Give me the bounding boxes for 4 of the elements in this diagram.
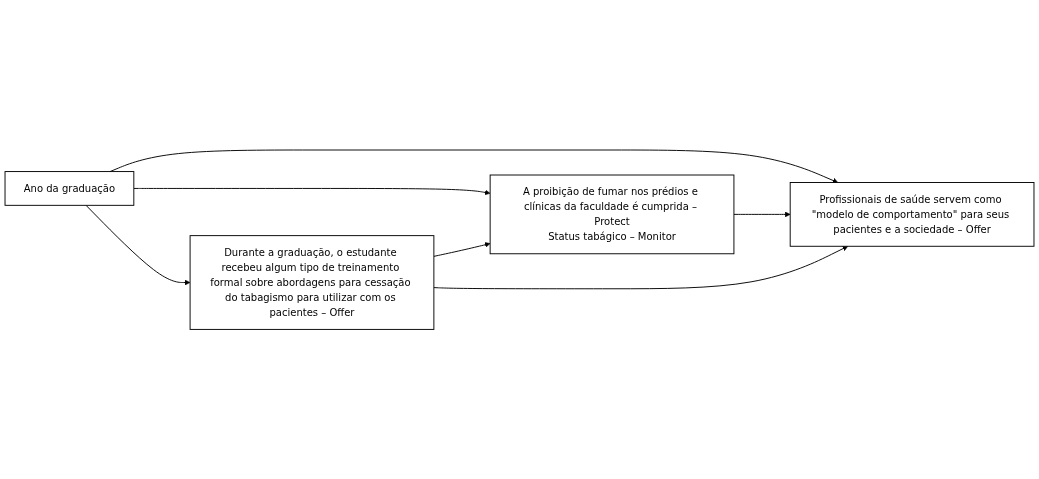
node-box: Ano da graduação bbox=[4, 170, 135, 206]
node-box: Profissionais de saúde servem como "modelo de comportamento" para seus pacientes e a sociedade – Offer bbox=[789, 181, 1035, 247]
node-box: A proibição de fumar nos prédios e clínicas da faculdade é cumprida – Protect Status tabágico – Monitor bbox=[489, 174, 735, 255]
node-box: Durante a graduação, o estudante recebeu algum tipo de treinamento formal sobre abordagens para cessação do tabagismo para utilizar com os pacientes – Offer bbox=[189, 234, 435, 330]
